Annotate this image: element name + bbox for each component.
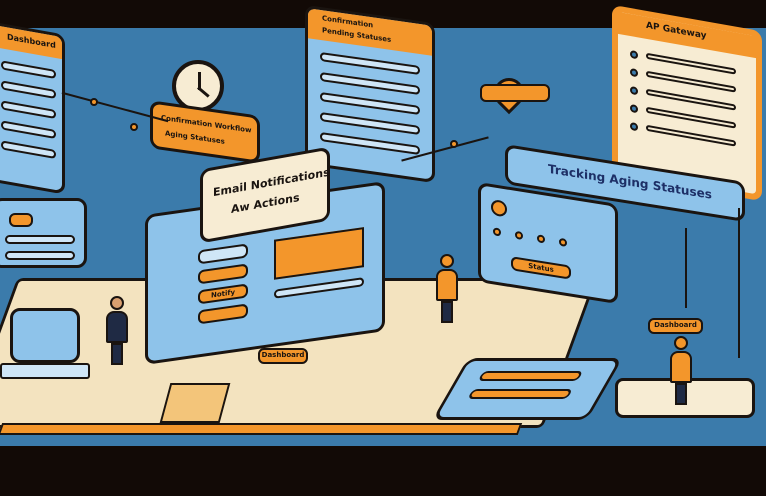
chart-area [274, 227, 364, 280]
main-card-line1: Email Notifications [213, 165, 330, 200]
left-dashboard-panel: Dashboard [0, 21, 65, 195]
envelope-icon [159, 383, 231, 423]
laptop [10, 308, 80, 363]
person-right [670, 336, 692, 405]
main-card-line2: Aw Actions [231, 190, 300, 216]
person-center [436, 254, 458, 323]
laptop-keyboard [0, 363, 90, 379]
workflow-card: Confirmation Workflow Aging Statuses [150, 100, 260, 164]
person-left [106, 296, 128, 365]
dashboard-button: Dashboard [258, 348, 308, 364]
status-tag [480, 84, 550, 102]
illustration-scene: Dashboard Confirmation Workflow Aging St… [0, 4, 766, 446]
left-small-panel [0, 198, 87, 268]
clock-icon [172, 60, 224, 112]
floor-edge [0, 423, 523, 435]
